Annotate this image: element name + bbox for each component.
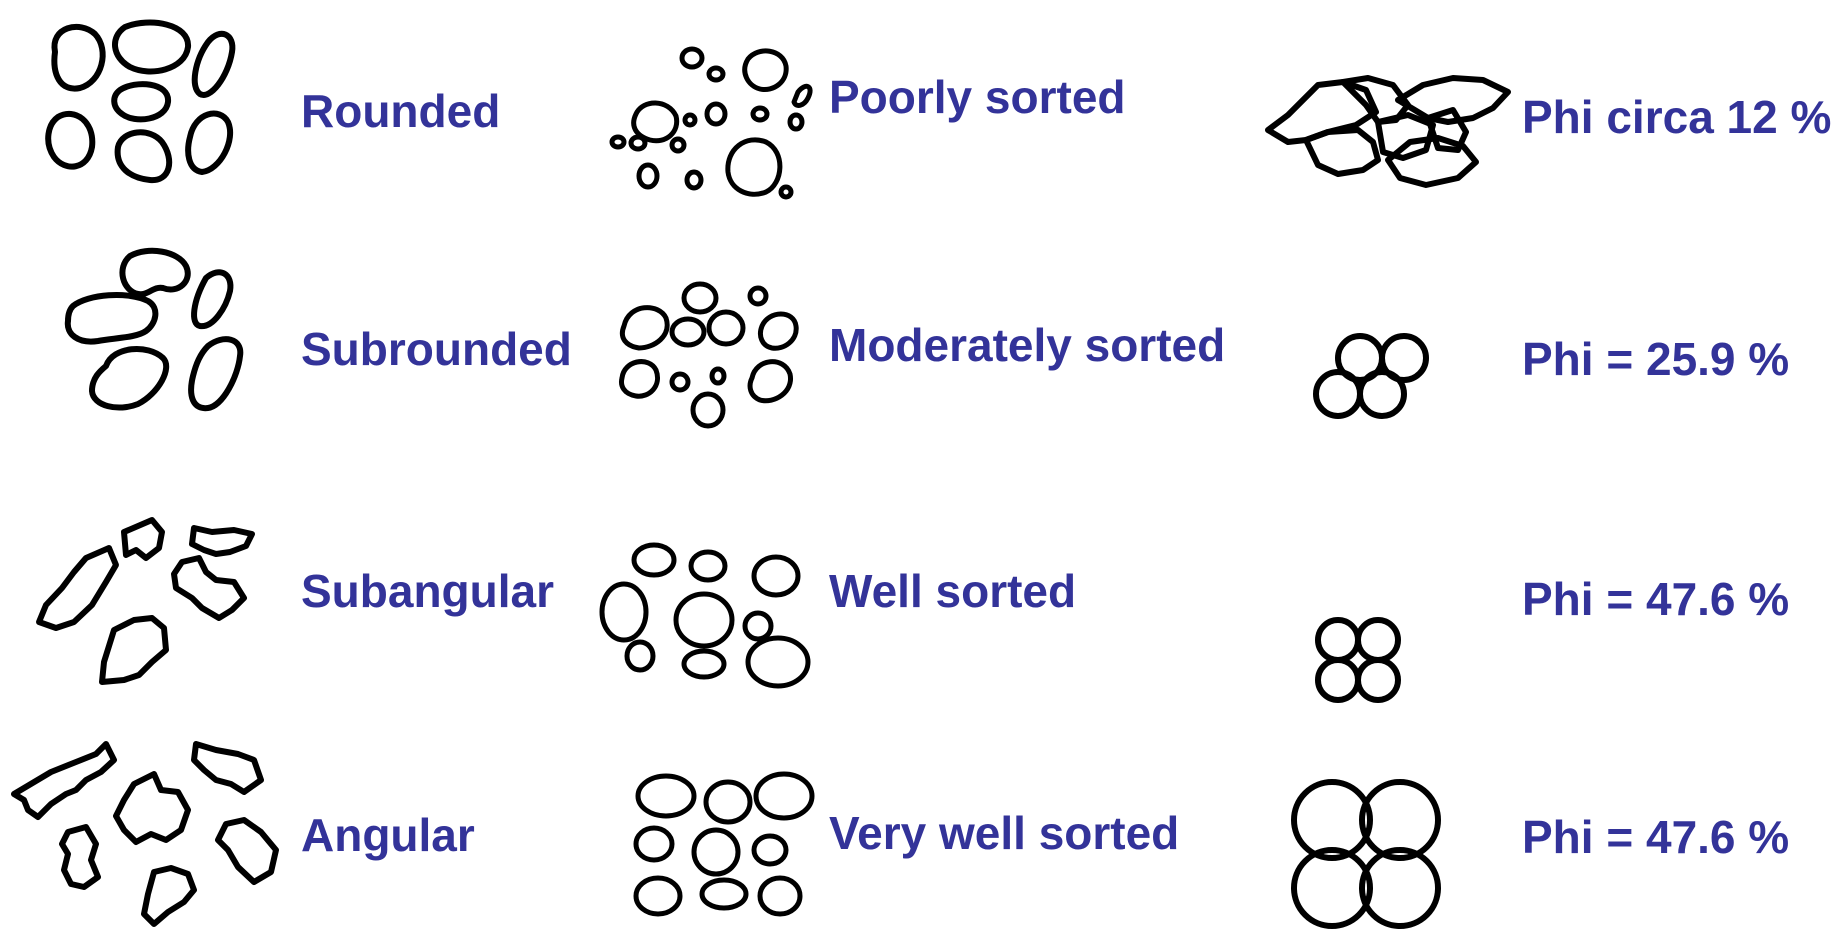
label-poorly-sorted: Poorly sorted — [829, 74, 1126, 120]
rhombohedral-packing-icon — [1310, 332, 1430, 422]
rounded-grains-icon — [40, 12, 260, 182]
label-phi-circa-12: Phi circa 12 % — [1522, 94, 1831, 140]
label-well-sorted: Well sorted — [829, 568, 1076, 614]
poorly-sorted-grains-icon — [608, 44, 823, 200]
label-very-well-sorted: Very well sorted — [829, 810, 1179, 856]
angular-grains-icon — [6, 732, 296, 932]
well-sorted-grains-icon — [596, 540, 821, 690]
very-well-sorted-grains-icon — [624, 772, 814, 920]
label-subangular: Subangular — [301, 568, 554, 614]
label-rounded: Rounded — [301, 88, 500, 134]
label-phi-25-9: Phi = 25.9 % — [1522, 336, 1789, 382]
subrounded-grains-icon — [58, 246, 268, 418]
label-phi-47-6-small: Phi = 47.6 % — [1522, 576, 1789, 622]
moderately-sorted-grains-icon — [604, 278, 804, 428]
cubic-packing-large-icon — [1290, 780, 1450, 930]
subangular-grains-icon — [34, 510, 259, 690]
label-phi-47-6-large: Phi = 47.6 % — [1522, 814, 1789, 860]
label-moderately-sorted: Moderately sorted — [829, 322, 1225, 368]
compacted-grains-icon — [1258, 70, 1508, 190]
label-subrounded: Subrounded — [301, 326, 572, 372]
cubic-packing-small-icon — [1314, 616, 1404, 706]
label-angular: Angular — [301, 812, 475, 858]
